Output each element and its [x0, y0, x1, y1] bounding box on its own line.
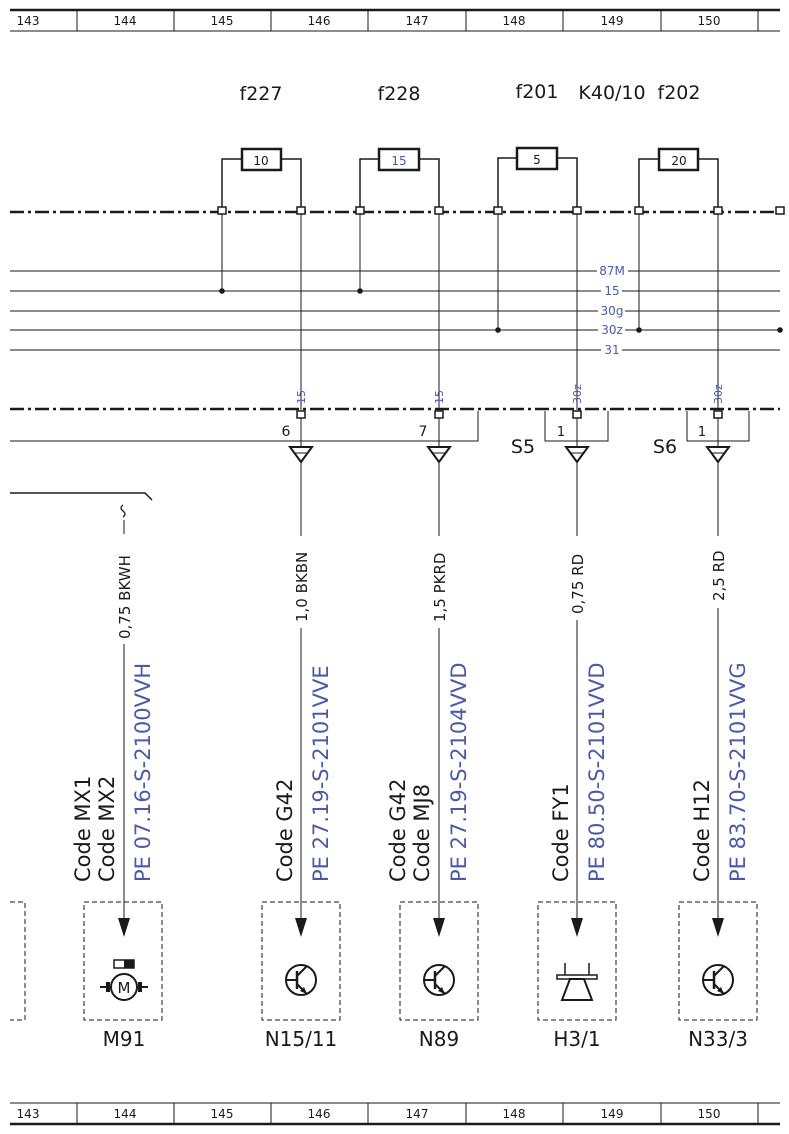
horn-icon: [556, 963, 598, 1001]
connector-housing-left: [10, 411, 479, 442]
wire-label-n89: 1,5 PKRD: [431, 553, 449, 622]
component-label-h3-1: H3/1: [553, 1027, 600, 1051]
fuse-label-f228: f228: [378, 83, 421, 105]
wire-path-m91: PE 07.16-S-2100VVH: [131, 663, 155, 882]
fuse-f201: 5: [497, 146, 578, 210]
upper-terminals: [217, 206, 785, 215]
relay-label-k40-10: K40/10: [578, 82, 645, 104]
grid-top-145: 145: [211, 14, 234, 28]
grid-bottom-143: 143: [17, 1107, 40, 1121]
plug-triangles: [288, 446, 731, 464]
top-grid-bar: 143 144 145 146 147 148 149 150: [10, 8, 780, 32]
fuse-f227: 10: [221, 147, 302, 210]
harness-bracket: [10, 492, 153, 501]
grid-bottom-146: 146: [308, 1107, 331, 1121]
grid-bottom-150: 150: [698, 1107, 721, 1121]
grid-bottom-147: 147: [406, 1107, 429, 1121]
code-label-mx1: Code MX1: [71, 776, 95, 882]
grid-bottom-144: 144: [114, 1107, 137, 1121]
grid-bottom-149: 149: [601, 1107, 624, 1121]
partial-wire-path-left: PE 07.16-S-2100VVH: [0, 665, 19, 880]
code-label-n15-g42: Code G42: [273, 779, 297, 882]
switch-label-s5: S5: [511, 436, 535, 458]
pin-label-149: 30z: [571, 384, 584, 404]
component-label-n33-3: N33/3: [688, 1027, 748, 1051]
grid-top-144: 144: [114, 14, 137, 28]
grid-top-143: 143: [17, 14, 40, 28]
wire-label-n33: 2,5 RD: [710, 550, 728, 601]
fuse-rating-f202: 20: [671, 154, 686, 168]
wire-label-m91: 0,75 BKWH: [116, 555, 134, 639]
transistor-icon-n89: [423, 964, 455, 996]
transistor-icon-n33: [702, 964, 734, 996]
grid-top-146: 146: [308, 14, 331, 28]
code-label-n89-mj8: Code MJ8: [410, 784, 434, 882]
wire-arrowheads: [118, 918, 724, 937]
code-label-h12: Code H12: [690, 779, 714, 882]
grid-top-147: 147: [406, 14, 429, 28]
wire-break-symbol: [120, 504, 126, 518]
fuse-f202: 20: [638, 147, 719, 210]
bottom-grid-bar: 143 144 145 146 147 148 149 150: [10, 1102, 780, 1126]
bus-label-30g: 30g: [601, 304, 624, 318]
fuse-rating-f201: 5: [533, 153, 541, 167]
bus-label-87m: 87M: [599, 264, 625, 278]
fuse-label-f227: f227: [240, 83, 283, 105]
fuse-rating-f227: 10: [253, 154, 268, 168]
component-label-m91: M91: [103, 1027, 146, 1051]
transistor-icon-n15: [285, 964, 317, 996]
switch-label-s6: S6: [653, 436, 677, 458]
pin-label-147: 15: [433, 390, 446, 404]
component-label-n89: N89: [419, 1027, 459, 1051]
code-label-fy1: Code FY1: [549, 783, 573, 882]
wire-label-n15: 1,0 BKBN: [293, 552, 311, 622]
connector-pin-7: 7: [419, 424, 428, 440]
bus-label-15: 15: [604, 284, 619, 298]
code-label-mx2: Code MX2: [95, 776, 119, 882]
grid-bottom-145: 145: [211, 1107, 234, 1121]
bus-lines: 87M 15 30g 30z 31: [10, 264, 780, 357]
fuse-label-f201: f201: [516, 81, 559, 103]
bus-label-30z: 30z: [601, 323, 623, 337]
wire-label-h3: 0,75 RD: [569, 554, 587, 614]
fuse-bus-taps: [219, 214, 783, 333]
wire-path-n15: PE 27.19-S-2101VVE: [309, 665, 333, 882]
wire-path-h3: PE 80.50-S-2101VVD: [585, 662, 609, 882]
grid-top-148: 148: [503, 14, 526, 28]
bus-label-31: 31: [604, 343, 619, 357]
pin-label-150: 30z: [712, 384, 725, 404]
grid-bottom-148: 148: [503, 1107, 526, 1121]
wire-path-n89: PE 27.19-S-2104VVD: [447, 662, 471, 882]
code-label-n89-g42: Code G42: [386, 779, 410, 882]
terminal-drop-lines: [300, 418, 719, 447]
fuse-rating-f228: 15: [391, 154, 406, 168]
connector-pin-1-s6: 1: [698, 425, 706, 440]
svg-text:M: M: [118, 979, 131, 997]
lower-terminals: [296, 410, 723, 419]
component-label-n15-11: N15/11: [265, 1027, 338, 1051]
fuse-f228: 15: [359, 147, 440, 210]
grid-top-150: 150: [698, 14, 721, 28]
pin-label-146: 15: [295, 390, 308, 404]
component-boxes: [10, 901, 758, 1021]
fuse-output-lines: [300, 214, 719, 410]
connector-pin-6: 6: [282, 424, 291, 440]
wire-lines: [123, 462, 719, 922]
connector-pin-1-s5: 1: [557, 425, 565, 440]
wire-path-n33: PE 83.70-S-2101VVG: [726, 662, 750, 882]
grid-top-149: 149: [601, 14, 624, 28]
fuse-label-f202: f202: [658, 82, 701, 104]
motor-icon: M: [100, 959, 148, 1001]
